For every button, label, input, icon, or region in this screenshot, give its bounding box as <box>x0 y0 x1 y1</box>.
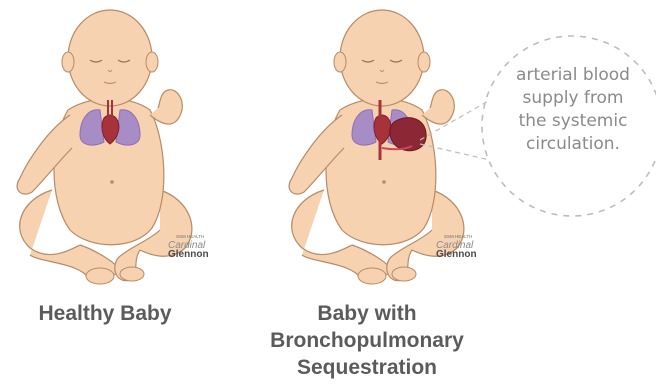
caption-line: Sequestration <box>232 354 502 381</box>
healthy-baby-illustration <box>17 10 192 284</box>
callout-text: arterial blood supply from the systemic … <box>498 64 648 156</box>
svg-text:SSM HEALTH: SSM HEALTH <box>444 234 472 239</box>
bps-baby-caption: Baby with Bronchopulmonary Sequestration <box>232 300 502 381</box>
svg-text:Glennon: Glennon <box>168 249 209 260</box>
callout-line: the systemic <box>498 110 648 133</box>
svg-text:SSM HEALTH: SSM HEALTH <box>176 234 204 239</box>
caption-line: Baby with <box>232 300 502 327</box>
healthy-baby-caption: Healthy Baby <box>10 300 200 327</box>
sequestration-mass <box>390 118 426 151</box>
callout-line: arterial blood <box>498 64 648 87</box>
svg-text:Glennon: Glennon <box>436 249 477 260</box>
caption-line: Bronchopulmonary <box>232 327 502 354</box>
callout-line: circulation. <box>498 133 648 156</box>
callout-line: supply from <box>498 87 648 110</box>
